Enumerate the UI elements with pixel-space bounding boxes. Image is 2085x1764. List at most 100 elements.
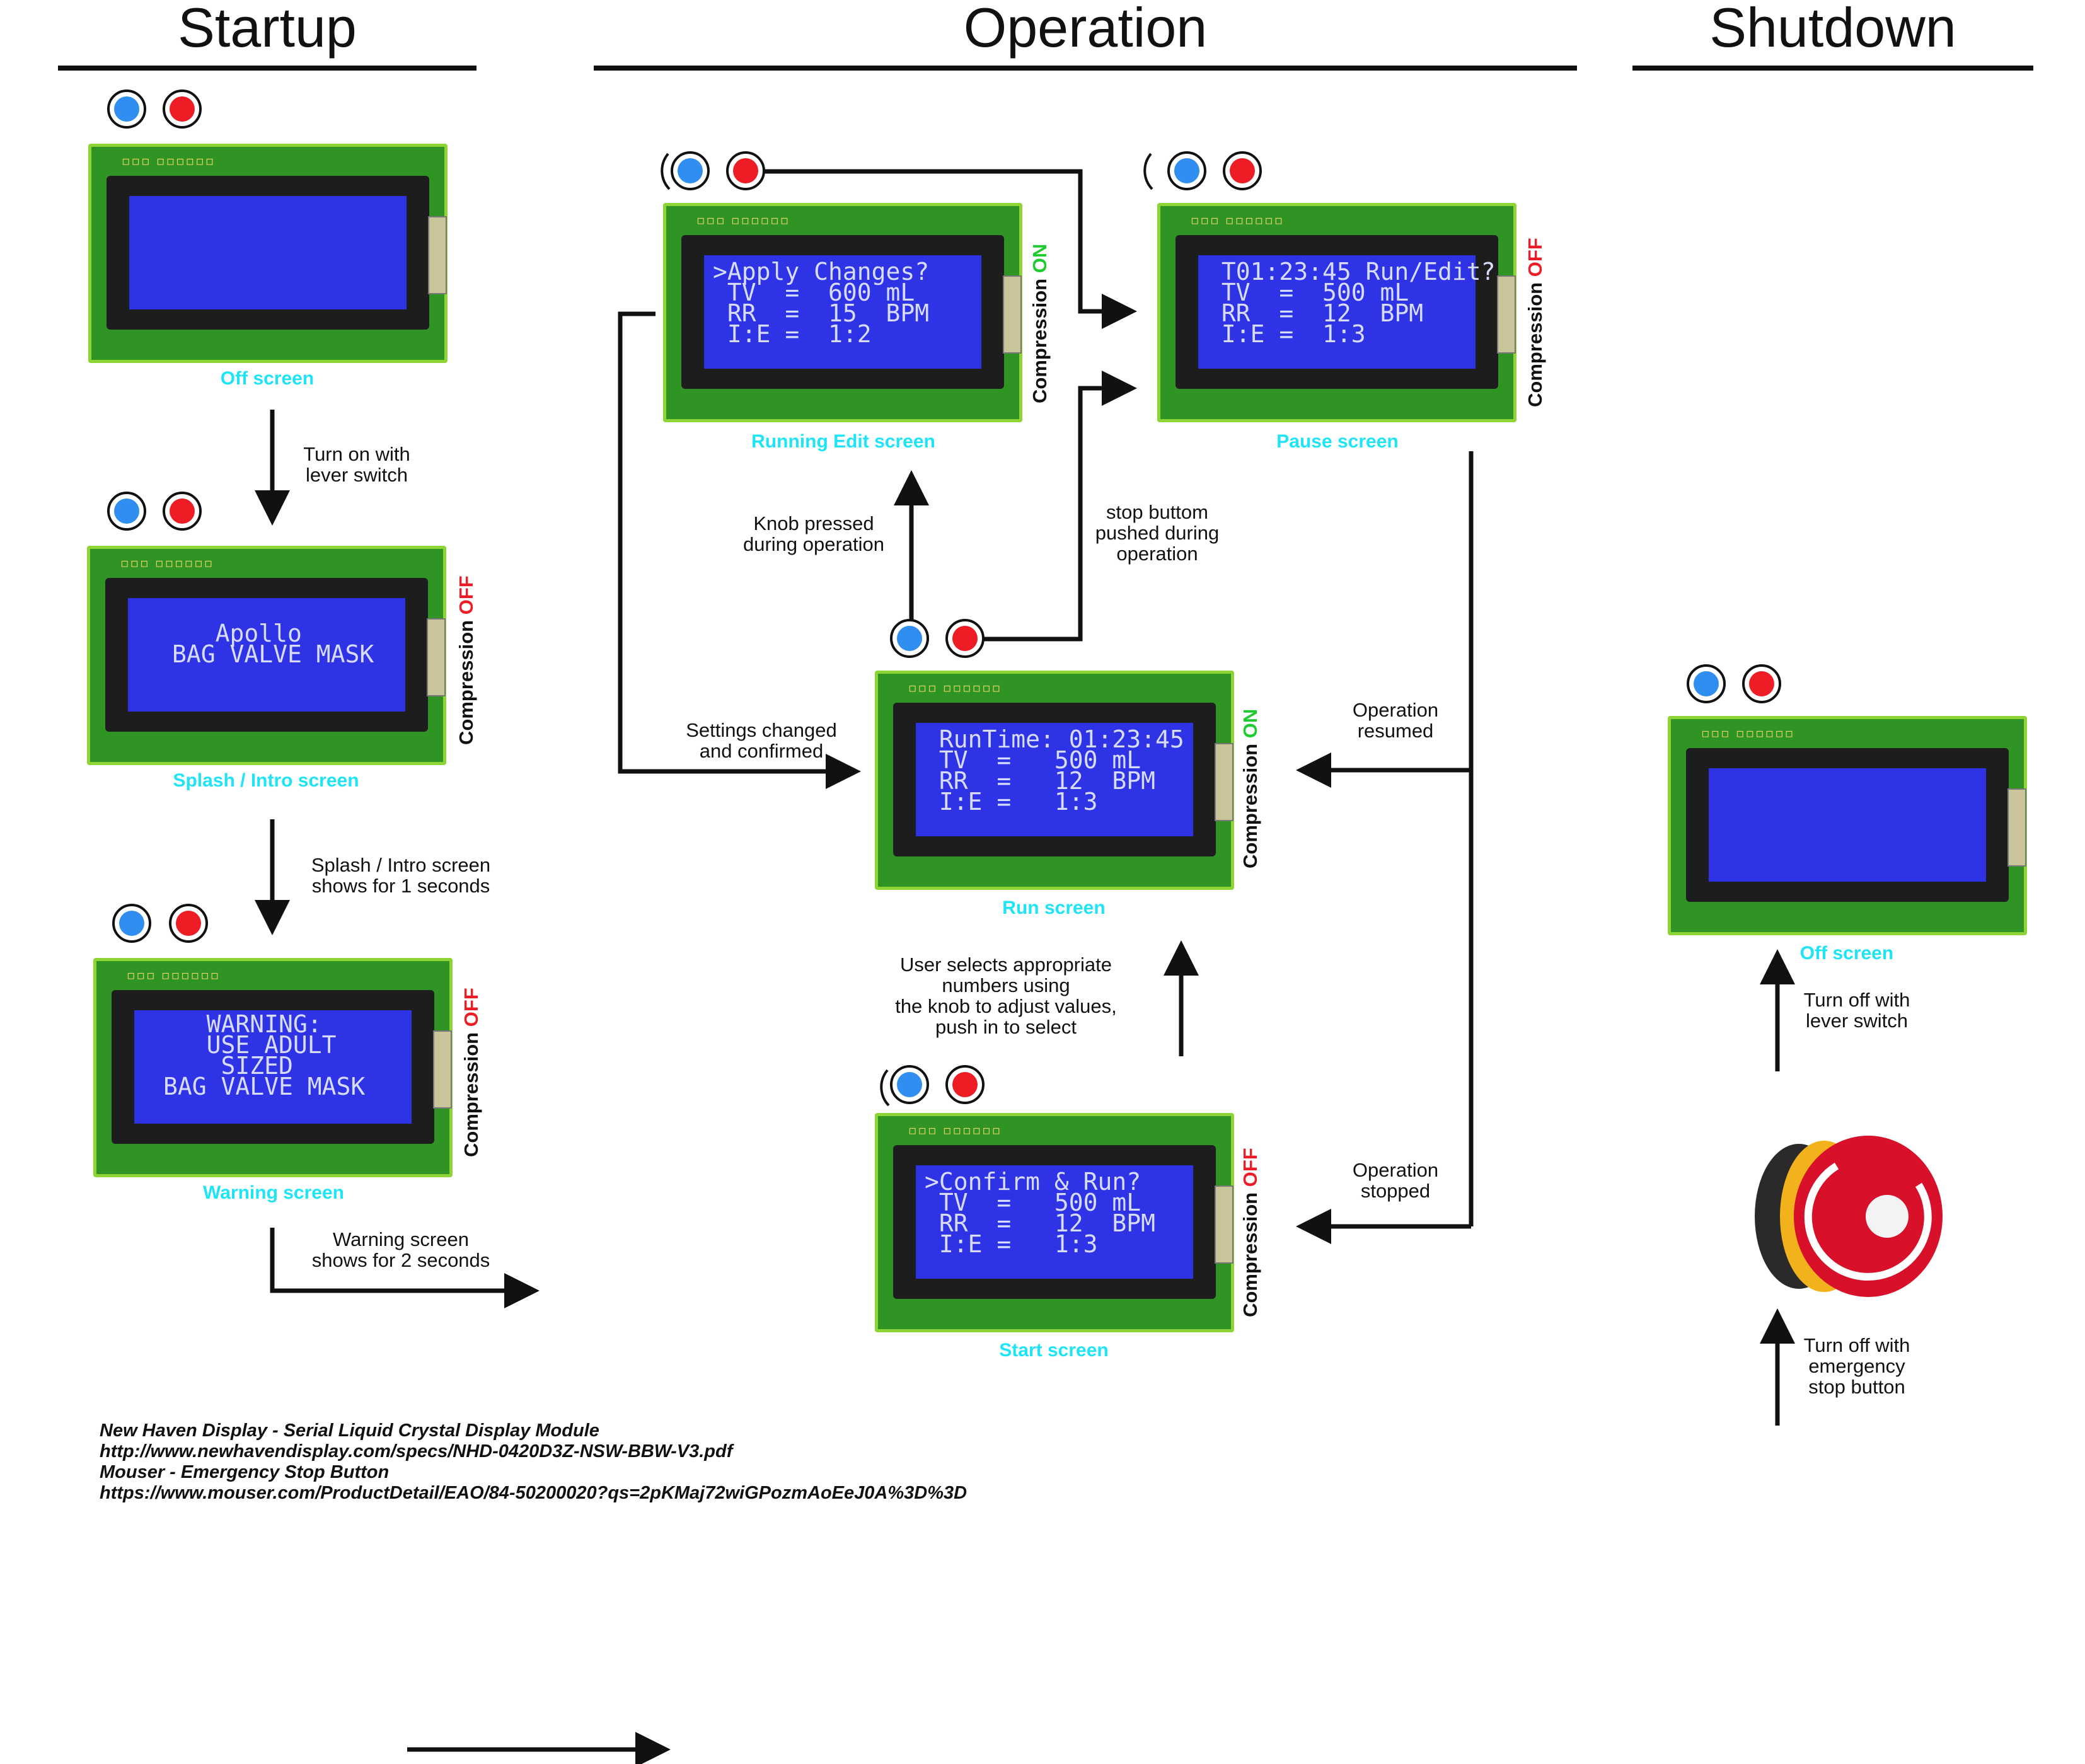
knob-button[interactable] (1167, 151, 1206, 190)
flow-arrows (255, 153, 1795, 1764)
knob-button[interactable] (107, 89, 146, 129)
note-op-stopped: Operation stopped (1352, 1159, 1439, 1202)
note-stop-pushed: stop buttom pushed during operation (1095, 501, 1220, 565)
lcd-glass: >Confirm & Run? TV = 500 mL RR = 12 BPM … (916, 1165, 1193, 1279)
stop-button[interactable] (163, 89, 202, 129)
knob-button[interactable] (112, 904, 151, 943)
note-warning-time: Warning screen shows for 2 seconds (311, 1228, 490, 1271)
note-turn-on: Turn on with lever switch (303, 443, 410, 486)
red-stop-icon (952, 1072, 978, 1097)
estop-ring (1804, 1162, 1932, 1281)
pcb-pads: ▫▫▫ ▫▫▫▫▫▫ (908, 680, 1002, 695)
pcb-pads: ▫▫▫ ▫▫▫▫▫▫ (120, 555, 214, 570)
pcb-pads: ▫▫▫ ▫▫▫▫▫▫ (122, 153, 216, 168)
screen-label-start: Start screen (999, 1340, 1109, 1361)
blue-knob-icon (114, 96, 139, 122)
red-stop-icon (1749, 671, 1774, 696)
lcd-glass: WARNING: USE ADULT SIZED BAG VALVE MASK (134, 1010, 412, 1124)
lcd-connector (1215, 743, 1233, 821)
knob-button[interactable] (671, 151, 710, 190)
blue-knob-icon (897, 1072, 922, 1097)
knob-button[interactable] (890, 619, 929, 658)
reference-link[interactable]: http://www.newhavendisplay.com/specs/NHD… (100, 1441, 733, 1461)
red-stop-icon (170, 499, 195, 524)
red-stop-icon (1230, 158, 1255, 183)
section-title-operation: Operation (963, 0, 1208, 59)
note-settings-changed: Settings changed and confirmed (686, 719, 837, 762)
rotate-knob-icon (661, 153, 671, 190)
stop-button[interactable] (726, 151, 765, 190)
red-stop-icon (952, 626, 978, 651)
stop-button[interactable] (1223, 151, 1262, 190)
screen-label-splash: Splash / Intro screen (173, 770, 359, 791)
stop-button[interactable] (1742, 664, 1781, 703)
emergency-stop-button[interactable] (1730, 1128, 1969, 1317)
screen-label-running-edit: Running Edit screen (751, 431, 935, 452)
lcd-connector (1215, 1185, 1233, 1264)
section-title-shutdown: Shutdown (1709, 0, 1956, 59)
arrow-run-stop-to-pause (966, 371, 1137, 642)
red-stop-icon (170, 96, 195, 122)
lcd-pause: ▫▫▫ ▫▫▫▫▫▫ T01:23:45 Run/Edit? TV = 500 … (1157, 203, 1516, 422)
red-stop-icon (176, 911, 201, 936)
rotate-knob-icon (1143, 153, 1153, 190)
lcd-off-startup: ▫▫▫ ▫▫▫▫▫▫ (88, 144, 448, 363)
lcd-glass: RunTime: 01:23:45 TV = 500 mL RR = 12 BP… (916, 723, 1193, 836)
compression-status-run: Compression ON (1239, 708, 1261, 868)
lcd-connector (1003, 275, 1022, 354)
lcd-bezel: Apollo BAG VALVE MASK (105, 578, 428, 732)
estop-center (1866, 1195, 1909, 1238)
lcd-glass: T01:23:45 Run/Edit? TV = 500 mL RR = 12 … (1198, 255, 1496, 369)
lcd-glass: Apollo BAG VALVE MASK (128, 598, 405, 712)
stop-button[interactable] (169, 904, 208, 943)
lcd-text: >Apply Changes? TV = 600 mL RR = 15 BPM … (713, 258, 930, 348)
lcd-warning: ▫▫▫ ▫▫▫▫▫▫ WARNING: USE ADULT SIZED BAG … (93, 958, 453, 1177)
lcd-glass (1709, 768, 1986, 882)
stop-button[interactable] (945, 1065, 985, 1104)
pcb-pads: ▫▫▫ ▫▫▫▫▫▫ (1701, 725, 1795, 741)
lcd-connector (427, 618, 446, 696)
lcd-glass (129, 196, 407, 309)
screen-label-off-shutdown: Off screen (1799, 943, 1894, 964)
lcd-connector (1497, 275, 1516, 354)
lcd-text: RunTime: 01:23:45 TV = 500 mL RR = 12 BP… (939, 725, 1184, 816)
section-rule-shutdown (1632, 66, 2033, 71)
lcd-connector (2007, 788, 2026, 867)
screen-label-warning: Warning screen (203, 1182, 344, 1203)
stop-button[interactable] (163, 492, 202, 531)
blue-knob-icon (1694, 671, 1719, 696)
compression-status-running-edit: Compression ON (1029, 243, 1051, 403)
note-turn-off-lever: Turn off with lever switch (1803, 989, 1910, 1032)
knob-button[interactable] (890, 1065, 929, 1104)
note-user-selects: User selects appropriate numbers using t… (895, 954, 1117, 1038)
lcd-off-shutdown: ▫▫▫ ▫▫▫▫▫▫ (1668, 716, 2027, 935)
lcd-bezel (107, 176, 429, 330)
lcd-bezel: T01:23:45 Run/Edit? TV = 500 mL RR = 12 … (1175, 235, 1498, 389)
blue-knob-icon (119, 911, 144, 936)
screen-label-pause: Pause screen (1276, 431, 1399, 452)
lcd-text: T01:23:45 Run/Edit? TV = 500 mL RR = 12 … (1221, 258, 1496, 348)
lcd-connector (433, 1030, 452, 1109)
lcd-bezel: WARNING: USE ADULT SIZED BAG VALVE MASK (112, 990, 434, 1144)
lcd-bezel: RunTime: 01:23:45 TV = 500 mL RR = 12 BP… (893, 703, 1216, 856)
compression-status-splash: Compression OFF (455, 575, 477, 745)
lcd-bezel: >Confirm & Run? TV = 500 mL RR = 12 BPM … (893, 1145, 1216, 1299)
reference-link[interactable]: https://www.mouser.com/ProductDetail/EAO… (100, 1483, 967, 1503)
note-knob-pressed: Knob pressed during operation (742, 512, 885, 555)
lcd-text: >Confirm & Run? TV = 500 mL RR = 12 BPM … (925, 1168, 1156, 1258)
arrow-edit-to-run (618, 311, 861, 789)
reference-line: New Haven Display - Serial Liquid Crysta… (100, 1421, 599, 1441)
pcb-pads: ▫▫▫ ▫▫▫▫▫▫ (127, 967, 221, 983)
compression-status-pause: Compression OFF (1524, 238, 1546, 407)
rotate-knob-icon (880, 1069, 890, 1107)
knob-button[interactable] (1687, 664, 1726, 703)
note-op-resumed: Operation resumed (1352, 699, 1439, 742)
note-splash-time: Splash / Intro screen shows for 1 second… (311, 854, 491, 897)
stop-button[interactable] (945, 619, 985, 658)
arrow-edit-stop-to-pause (749, 169, 1137, 329)
knob-button[interactable] (107, 492, 146, 531)
blue-knob-icon (1174, 158, 1199, 183)
red-stop-icon (733, 158, 758, 183)
section-rule-operation (594, 66, 1577, 71)
compression-status-start: Compression OFF (1239, 1148, 1261, 1317)
